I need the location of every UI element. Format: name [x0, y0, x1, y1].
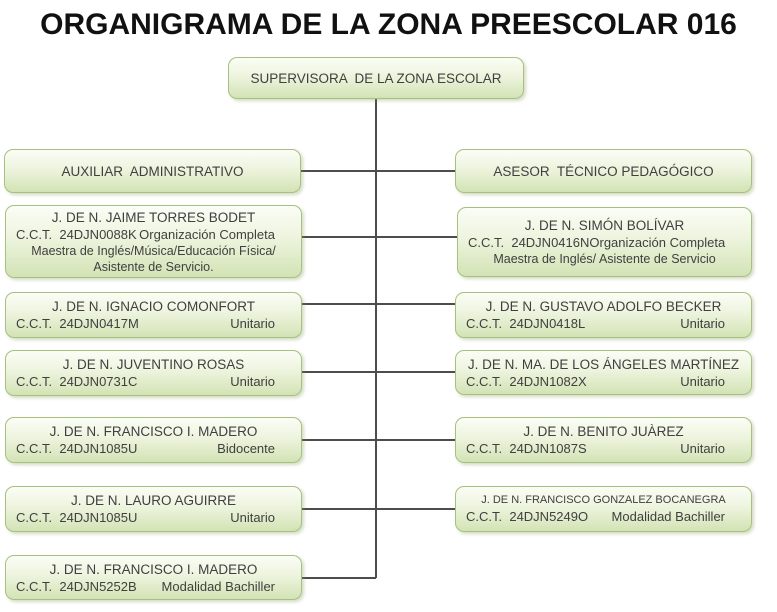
node-supervisora: SUPERVISORA DE LA ZONA ESCOLAR	[228, 57, 524, 99]
school-meta: C.C.T. 24DJN0417M Unitario	[6, 315, 301, 332]
node-label: ASESOR TÉCNICO PEDAGÓGICO	[493, 163, 714, 179]
modality: Organización Completa	[139, 226, 275, 242]
school-meta: C.C.T. 24DJN1085U Bidocente	[6, 440, 301, 457]
node-auxiliar-administrativo: AUXILIAR ADMINISTRATIVO	[4, 149, 301, 193]
cct-code: C.C.T. 24DJN0417M	[16, 316, 139, 331]
school-name: J. DE N. IGNACIO COMONFORT	[51, 299, 255, 314]
node-benito-juarez: J. DE N. BENITO JUÀREZ C.C.T. 24DJN1087S…	[455, 417, 752, 463]
school-meta: C.C.T. 24DJN0731C Unitario	[6, 373, 301, 390]
school-meta: C.C.T. 24DJN1082X Unitario	[456, 373, 751, 390]
cct-code: C.C.T. 24DJN1085U	[16, 510, 138, 525]
node-jaime-torres-bodet: J. DE N. JAIME TORRES BODET C.C.T. 24DJN…	[5, 205, 302, 278]
school-meta: C.C.T. 24DJN1087S Unitario	[456, 440, 751, 457]
school-meta: C.C.T. 24DJN0418L Unitario	[456, 315, 751, 332]
connector-row-7	[301, 577, 376, 579]
school-meta: C.C.T. 24DJN1085U Unitario	[6, 509, 301, 526]
staff-line: Maestra de Inglés/ Asistente de Servicio	[493, 252, 716, 266]
connector-row-1	[301, 170, 455, 172]
school-name: J. DE N. FRANCISCO I. MADERO	[49, 424, 258, 439]
node-ma-de-los-angeles-martinez: J. DE N. MA. DE LOS ÁNGELES MARTÍNEZ C.C…	[455, 350, 752, 395]
school-name: J. DE N. FRANCISCO GONZALEZ BOCANEGRA	[481, 494, 726, 506]
connector-row-6	[301, 508, 455, 510]
modality: Unitario	[680, 316, 725, 331]
school-name: J. DE N. JUVENTINO ROSAS	[62, 357, 245, 372]
node-label: SUPERVISORA DE LA ZONA ESCOLAR	[250, 70, 502, 86]
chart-title: ORGANIGRAMA DE LA ZONA PREESCOLAR 016	[40, 8, 737, 41]
cct-code: C.C.T. 24DJN1082X	[466, 373, 587, 389]
staff-line: Asistente de Servicio.	[93, 259, 214, 274]
modality: Organización Completa	[589, 235, 726, 250]
node-ignacio-comonfort: J. DE N. IGNACIO COMONFORT C.C.T. 24DJN0…	[5, 292, 302, 338]
cct-code: C.C.T. 24DJN0416N	[468, 235, 590, 250]
cct-code: C.C.T. 24DJN5249O	[466, 509, 589, 524]
modality: Bidocente	[217, 441, 275, 456]
school-meta: C.C.T. 24DJN5249O Modalidad Bachiller	[456, 508, 751, 525]
school-meta: C.C.T. 24DJN0416N Organización Completa	[458, 234, 751, 251]
cct-code: C.C.T. 24DJN1085U	[16, 441, 138, 456]
modality: Unitario	[230, 316, 275, 331]
modality: Modalidad Bachiller	[611, 509, 725, 524]
modality: Modalidad Bachiller	[161, 578, 275, 594]
connector-row-4	[301, 371, 455, 373]
modality: Unitario	[680, 373, 725, 389]
school-meta: C.C.T. 24DJN0088K Organización Completa	[6, 226, 301, 243]
modality: Unitario	[230, 374, 275, 389]
node-lauro-aguirre: J. DE N. LAURO AGUIRRE C.C.T. 24DJN1085U…	[5, 486, 302, 532]
node-francisco-madero-bidocente: J. DE N. FRANCISCO I. MADERO C.C.T. 24DJ…	[5, 417, 302, 463]
cct-code: C.C.T. 24DJN1087S	[466, 441, 587, 456]
node-label: AUXILIAR ADMINISTRATIVO	[61, 163, 244, 179]
school-name: J. DE N. MA. DE LOS ÁNGELES MARTÍNEZ	[467, 356, 740, 372]
school-name: J. DE N. JAIME TORRES BODET	[51, 209, 256, 225]
modality: Unitario	[680, 441, 725, 456]
staff-line: Maestra de Inglés/Música/Educación Físic…	[31, 243, 276, 258]
modality: Unitario	[230, 510, 275, 525]
school-meta: C.C.T. 24DJN5252B Modalidad Bachiller	[6, 578, 301, 595]
school-name: J. DE N. BENITO JUÀREZ	[523, 424, 684, 439]
connector-trunk	[375, 98, 377, 578]
node-francisco-gonzalez-bocanegra: J. DE N. FRANCISCO GONZALEZ BOCANEGRA C.…	[455, 486, 752, 532]
connector-row-2	[301, 236, 457, 238]
node-juventino-rosas: J. DE N. JUVENTINO ROSAS C.C.T. 24DJN073…	[5, 350, 302, 396]
cct-code: C.C.T. 24DJN0418L	[466, 316, 586, 331]
school-name: J. DE N. SIMÓN BOLÍVAR	[524, 218, 685, 233]
node-simon-bolivar: J. DE N. SIMÓN BOLÍVAR C.C.T. 24DJN0416N…	[457, 207, 752, 277]
cct-code: C.C.T. 24DJN0731C	[16, 374, 138, 389]
cct-code: C.C.T. 24DJN0088K	[16, 226, 137, 242]
connector-row-3	[301, 303, 455, 305]
school-name: J. DE N. FRANCISCO I. MADERO	[49, 561, 258, 577]
school-name: J. DE N. LAURO AGUIRRE	[70, 493, 237, 508]
cct-code: C.C.T. 24DJN5252B	[16, 578, 137, 594]
school-name: J. DE N. GUSTAVO ADOLFO BECKER	[485, 299, 722, 314]
node-asesor-tecnico-pedagogico: ASESOR TÉCNICO PEDAGÓGICO	[455, 149, 752, 193]
node-gustavo-adolfo-becker: J. DE N. GUSTAVO ADOLFO BECKER C.C.T. 24…	[455, 292, 752, 338]
node-francisco-madero-bachiller: J. DE N. FRANCISCO I. MADERO C.C.T. 24DJ…	[5, 555, 302, 600]
connector-row-5	[301, 439, 455, 441]
